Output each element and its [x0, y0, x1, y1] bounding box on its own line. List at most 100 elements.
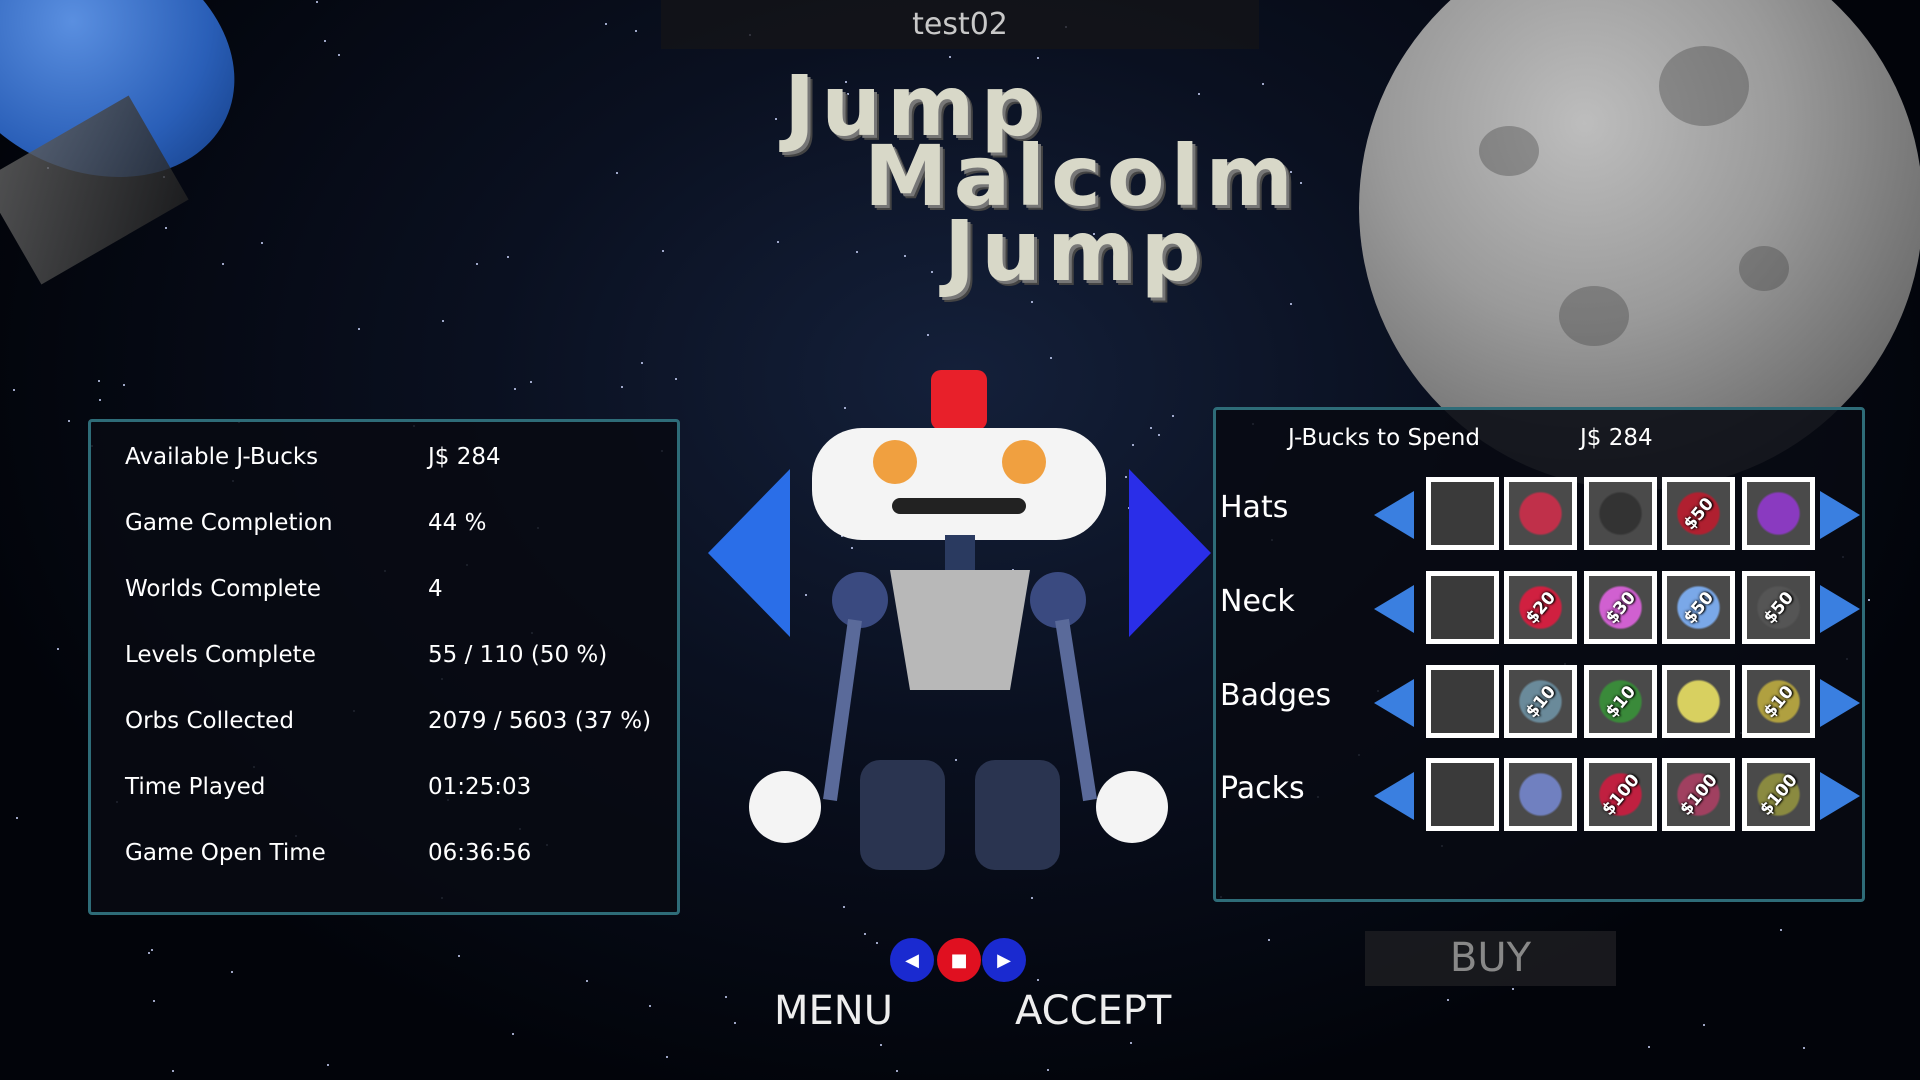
star [864, 97, 867, 100]
star [327, 1064, 330, 1067]
shop-item-neck[interactable]: $20 [1504, 571, 1577, 644]
category-label-neck: Neck [1220, 584, 1295, 619]
star [725, 996, 728, 999]
window-title: test02 [661, 0, 1259, 49]
logo-line-2: Malcolm [864, 127, 1299, 225]
star [855, 251, 858, 254]
shop-item-packs[interactable]: $100 [1742, 758, 1815, 831]
shop-item-neck[interactable]: $30 [1584, 571, 1657, 644]
item-price: $100 [1755, 769, 1802, 820]
star [841, 535, 844, 538]
star [927, 333, 930, 336]
right-arrow-icon: ▶ [997, 949, 1011, 971]
star [777, 241, 780, 244]
star [16, 816, 19, 819]
shop-item-hats[interactable] [1504, 477, 1577, 550]
jbucks-to-spend-label: J-Bucks to Spend [1288, 425, 1480, 451]
prev-color-button[interactable]: ◀ [890, 938, 934, 982]
shop-item-hats[interactable] [1584, 477, 1657, 550]
stat-label: Game Open Time [125, 840, 326, 866]
star [876, 942, 879, 945]
prev-neck-arrow-icon[interactable] [1374, 585, 1414, 633]
prev-packs-arrow-icon[interactable] [1374, 772, 1414, 820]
stat-value: 4 [428, 576, 443, 602]
stat-value: 55 / 110 (50 %) [428, 642, 608, 668]
shop-item-badges[interactable] [1426, 665, 1499, 738]
category-label-packs: Packs [1220, 771, 1305, 806]
star [530, 380, 533, 383]
star [261, 241, 264, 244]
star [1124, 476, 1127, 479]
category-label-hats: Hats [1220, 490, 1289, 525]
star [514, 388, 517, 391]
star [930, 270, 933, 273]
star [648, 1004, 651, 1007]
prev-hats-arrow-icon[interactable] [1374, 491, 1414, 539]
shop-item-hats[interactable] [1426, 477, 1499, 550]
star [1131, 443, 1134, 446]
next-packs-arrow-icon[interactable] [1820, 772, 1860, 820]
next-neck-arrow-icon[interactable] [1820, 585, 1860, 633]
stat-value: 01:25:03 [428, 774, 532, 800]
shop-item-neck[interactable] [1426, 571, 1499, 644]
shop-item-badges[interactable] [1662, 665, 1735, 738]
shop-item-packs[interactable]: $100 [1662, 758, 1735, 831]
stop-button[interactable]: ■ [937, 938, 981, 982]
item-price: $30 [1601, 587, 1640, 628]
shop-item-hats[interactable] [1742, 477, 1815, 550]
star [56, 648, 59, 651]
shop-item-neck[interactable]: $50 [1742, 571, 1815, 644]
shop-item-badges[interactable]: $10 [1742, 665, 1815, 738]
shop-item-badges[interactable]: $10 [1584, 665, 1657, 738]
star [1150, 427, 1153, 430]
star [1093, 232, 1096, 235]
menu-button[interactable]: MENU [774, 988, 893, 1034]
star [1157, 433, 1160, 436]
star [67, 420, 70, 423]
shop-item-badges[interactable]: $10 [1504, 665, 1577, 738]
prev-character-button[interactable] [708, 469, 790, 637]
next-hats-arrow-icon[interactable] [1820, 491, 1860, 539]
stat-label: Levels Complete [125, 642, 316, 668]
star [150, 949, 153, 952]
prev-badges-arrow-icon[interactable] [1374, 679, 1414, 727]
shop-item-neck[interactable]: $50 [1662, 571, 1735, 644]
stat-value: 2079 / 5603 (37 %) [428, 708, 652, 734]
shop-item-hats[interactable]: $50 [1662, 477, 1735, 550]
shop-item-packs[interactable] [1426, 758, 1499, 831]
star [99, 398, 102, 401]
star [1262, 82, 1265, 85]
star [640, 362, 643, 365]
star [1030, 301, 1033, 304]
next-color-button[interactable]: ▶ [982, 938, 1026, 982]
star [880, 1044, 883, 1047]
star [863, 933, 866, 936]
logo-line-3: Jump [944, 202, 1207, 300]
star [1037, 56, 1040, 59]
item-price: $10 [1521, 681, 1560, 722]
item-price: $10 [1601, 681, 1640, 722]
left-arrow-icon: ◀ [905, 949, 919, 971]
shop-item-packs[interactable] [1504, 758, 1577, 831]
star [604, 23, 607, 26]
star [616, 172, 619, 175]
category-label-badges: Badges [1220, 678, 1332, 713]
jbucks-to-spend-value: J$ 284 [1580, 425, 1653, 451]
next-badges-arrow-icon[interactable] [1820, 679, 1860, 727]
star [847, 93, 850, 96]
stat-row: Levels Complete 55 / 110 (50 %) [125, 642, 607, 668]
next-character-button[interactable] [1129, 469, 1211, 637]
star [323, 40, 326, 43]
star [1511, 987, 1514, 990]
star [903, 254, 906, 257]
accept-button[interactable]: ACCEPT [1015, 988, 1172, 1034]
star [1648, 1045, 1651, 1048]
star [842, 905, 845, 908]
star [586, 980, 589, 983]
buy-button[interactable]: BUY [1365, 931, 1616, 986]
shop-item-packs[interactable]: $100 [1584, 758, 1657, 831]
